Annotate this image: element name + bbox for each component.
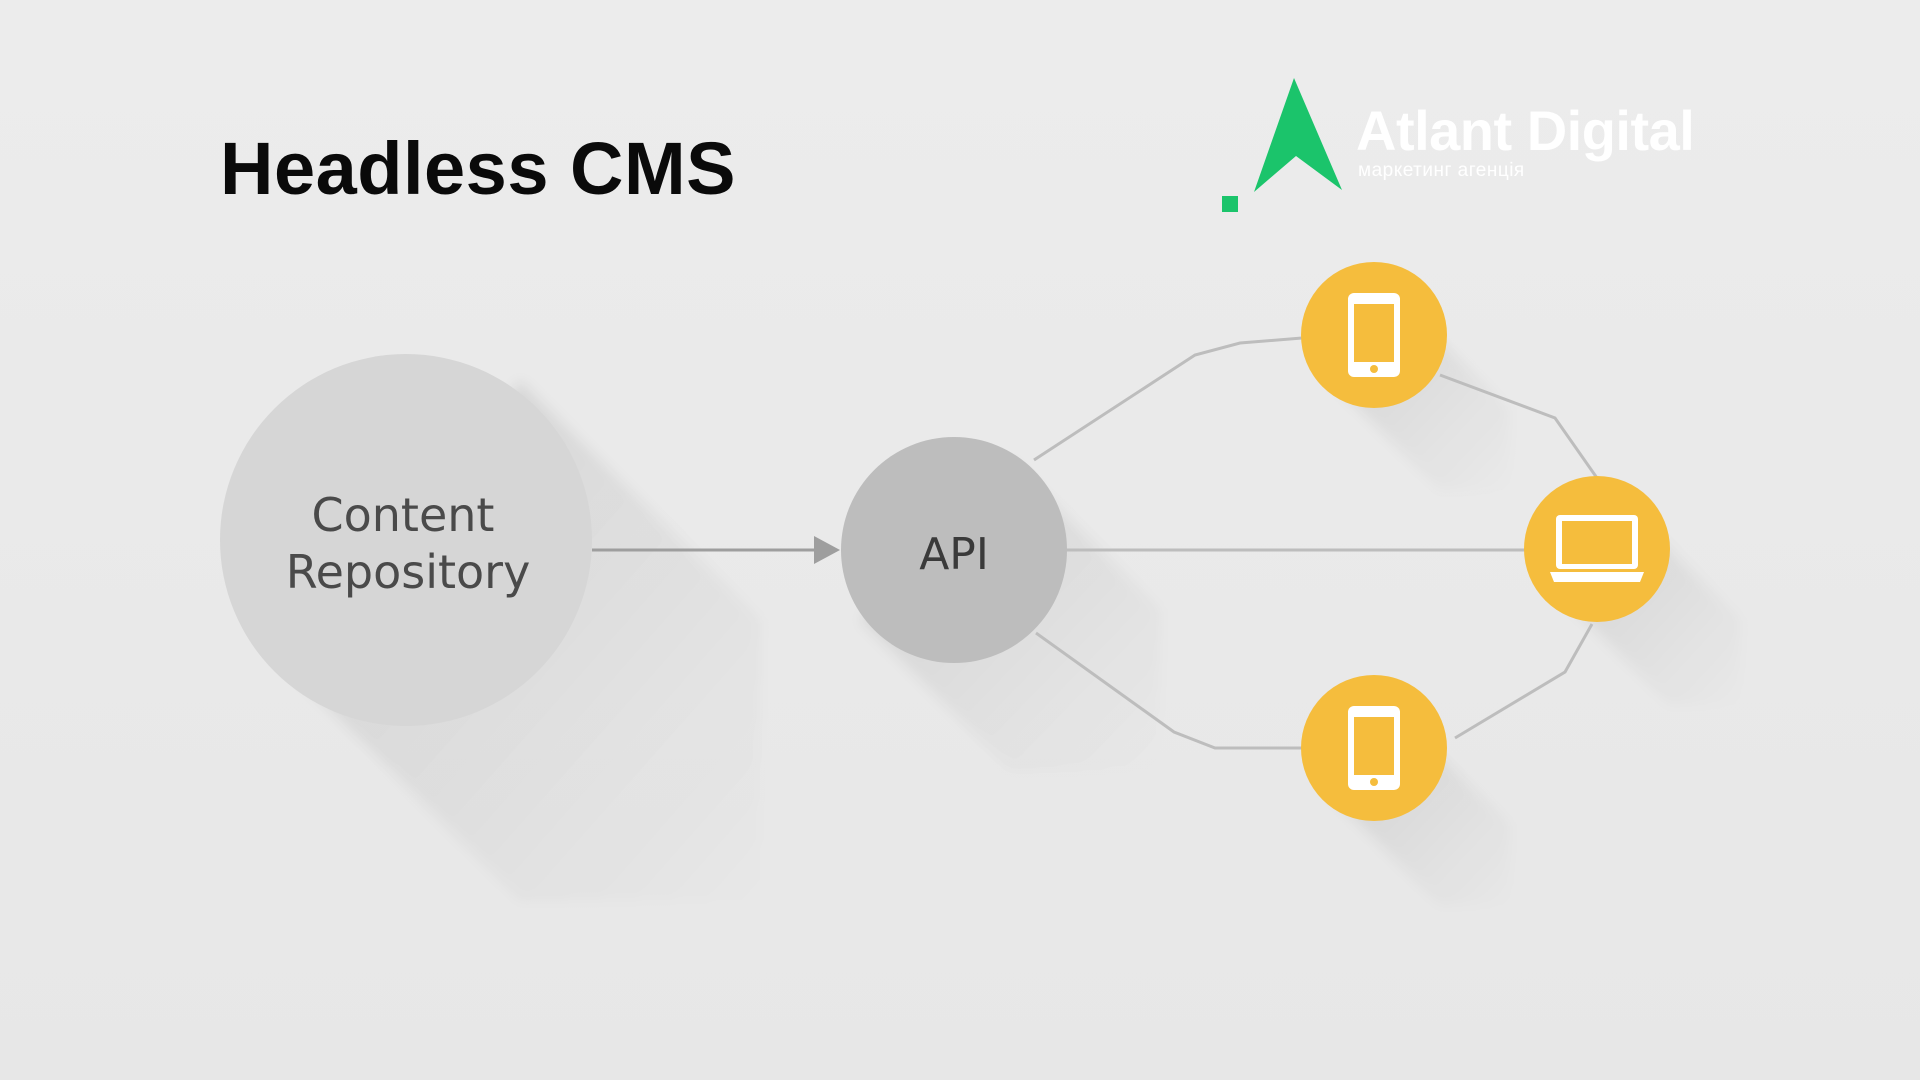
logo-arrow-icon: [1222, 78, 1342, 212]
arrowhead: [814, 536, 840, 564]
smartphone-icon: [1348, 293, 1400, 377]
edge-mobile-top-laptop: [1439, 373, 1599, 479]
laptop-icon: [1550, 515, 1644, 582]
edge-api-mobile-bottom: [1035, 631, 1302, 750]
node-content-repository: Content Repository: [220, 354, 592, 726]
node-device-mobile-top: [1301, 262, 1447, 408]
node-api: API: [841, 437, 1067, 663]
page-title: Headless CMS: [220, 127, 736, 210]
atlant-digital-logo: Atlant Digital маркетинг агенція: [1218, 72, 1698, 222]
content-repository-label-line2: Repository: [286, 545, 531, 599]
logo-tagline: маркетинг агенція: [1358, 160, 1525, 181]
connectors: [592, 336, 1599, 750]
node-device-laptop: [1524, 476, 1670, 622]
edge-mobile-bottom-laptop: [1454, 623, 1594, 740]
logo-name: Atlant Digital: [1356, 99, 1695, 162]
node-device-mobile-bottom: [1301, 675, 1447, 821]
edge-api-mobile-top: [1033, 336, 1303, 462]
content-repository-label-line1: Content: [312, 488, 495, 542]
smartphone-icon: [1348, 706, 1400, 790]
api-circle: [841, 437, 1067, 663]
api-label: API: [919, 529, 989, 580]
content-repository-circle: [220, 354, 592, 726]
